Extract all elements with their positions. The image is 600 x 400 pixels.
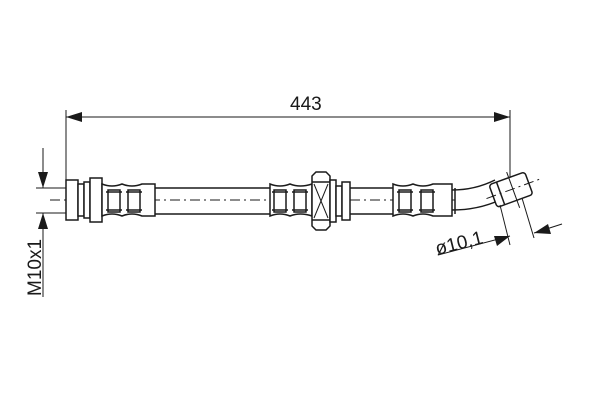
length-dimension: 443 xyxy=(65,94,511,190)
diameter-label: ø10,1 xyxy=(433,228,485,260)
angled-end-fitting xyxy=(486,171,544,208)
right-fitting xyxy=(392,182,456,218)
left-fitting xyxy=(65,177,156,223)
length-label: 443 xyxy=(290,94,322,115)
thread-label: M10x1 xyxy=(25,239,46,296)
middle-fitting xyxy=(269,171,351,231)
thread-dimension: M10x1 xyxy=(25,148,70,297)
